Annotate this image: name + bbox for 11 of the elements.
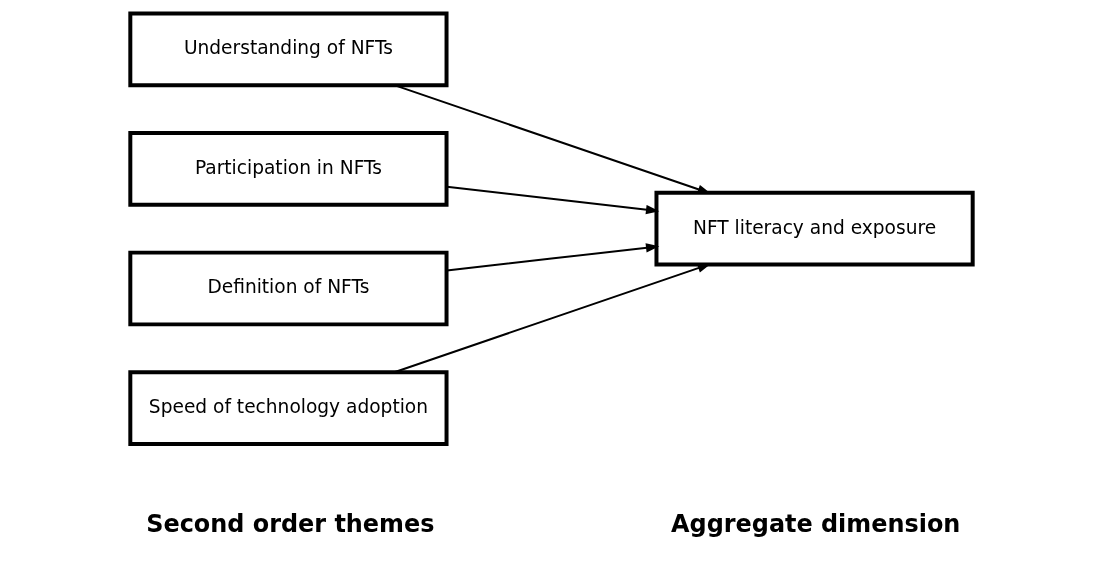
arrow	[445, 185, 659, 215]
node-box: Participation in NFTs	[127, 131, 449, 207]
label: Aggregate dimension	[670, 510, 960, 539]
node-box: NFT literacy and exposure	[653, 190, 975, 267]
node-box: Speed of technology adoption	[127, 370, 449, 446]
arrow	[445, 243, 659, 272]
arrow	[393, 263, 711, 373]
node-box: Definition of NFTs	[127, 250, 449, 327]
label: Second order themes	[145, 510, 434, 539]
node-box: Understanding of NFTs	[127, 11, 449, 88]
arrow	[393, 84, 711, 194]
